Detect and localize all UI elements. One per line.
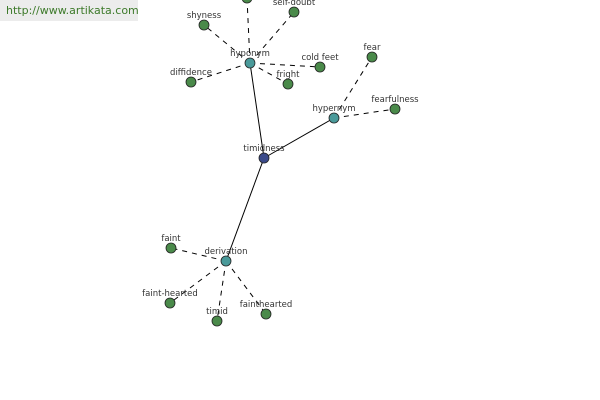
- url-banner[interactable]: http://www.artikata.com: [0, 0, 139, 21]
- node-hyponym[interactable]: hyponym: [230, 49, 270, 69]
- node-label: fear: [364, 43, 381, 53]
- node-marker[interactable]: [258, 152, 270, 164]
- edge-timidness-hypernym: [263, 117, 335, 159]
- node-timid[interactable]: timid: [206, 307, 228, 327]
- node-diffidence[interactable]: diffidence: [170, 68, 212, 88]
- node-cold-feet[interactable]: cold feet: [301, 53, 339, 73]
- edge-timidness-hyponym: [249, 62, 265, 159]
- node-marker[interactable]: [314, 61, 326, 73]
- node-faint-hearted[interactable]: faint-hearted: [142, 289, 198, 309]
- edge-timidness-derivation: [225, 157, 265, 262]
- node-marker[interactable]: [164, 297, 176, 309]
- node-label: fearfulness: [371, 95, 419, 105]
- node-label: derivation: [204, 247, 247, 257]
- node-timidness[interactable]: timidness: [243, 144, 285, 164]
- node-label: fainthearted: [240, 300, 293, 310]
- node-label: fright: [277, 70, 301, 80]
- node-label: faint: [161, 234, 181, 244]
- node-top[interactable]: [241, 0, 253, 4]
- node-label: timid: [206, 307, 228, 317]
- node-fainthearted[interactable]: fainthearted: [240, 300, 293, 320]
- edge-hyponym-diffidence: [190, 62, 251, 83]
- node-fright[interactable]: fright: [277, 70, 301, 90]
- node-label: diffidence: [170, 68, 212, 78]
- edge-derivation-fainthearted: [225, 260, 267, 315]
- edge-derivation-timid: [216, 260, 227, 322]
- edge-hyponym-top: [246, 0, 251, 64]
- node-fear[interactable]: fear: [364, 43, 381, 63]
- edge-hypernym-fear: [333, 56, 373, 119]
- node-label: hypernym: [312, 104, 355, 114]
- node-label: timidness: [243, 144, 285, 154]
- node-marker[interactable]: [198, 19, 210, 31]
- node-marker[interactable]: [288, 6, 300, 18]
- node-shyness[interactable]: shyness: [187, 11, 222, 31]
- edges-layer: [169, 0, 396, 322]
- node-marker[interactable]: [244, 57, 256, 69]
- node-fearfulness[interactable]: fearfulness: [371, 95, 419, 115]
- node-label: faint-hearted: [142, 289, 198, 299]
- node-marker[interactable]: [389, 103, 401, 115]
- node-marker[interactable]: [211, 315, 223, 327]
- node-derivation[interactable]: derivation: [204, 247, 248, 267]
- edge-hyponym-fright: [249, 62, 289, 85]
- node-marker[interactable]: [185, 76, 197, 88]
- node-hypernym[interactable]: hypernym: [312, 104, 356, 124]
- node-faint[interactable]: faint: [161, 234, 181, 254]
- node-label: shyness: [187, 11, 222, 21]
- node-self-doubt[interactable]: self-doubt: [273, 0, 316, 18]
- node-marker[interactable]: [282, 78, 294, 90]
- node-label: self-doubt: [273, 0, 316, 8]
- node-marker[interactable]: [260, 308, 272, 320]
- edge-derivation-faint-hearted: [169, 260, 227, 304]
- edge-hyponym-cold-feet: [249, 62, 321, 68]
- node-marker[interactable]: [165, 242, 177, 254]
- nodes-layer: self-doubt shyness diffidence cold feetfrig…: [142, 0, 419, 327]
- node-marker[interactable]: [328, 112, 340, 124]
- node-marker[interactable]: [241, 0, 253, 4]
- edge-hyponym-self-doubt: [249, 11, 295, 64]
- node-label: hyponym: [230, 49, 270, 59]
- node-marker[interactable]: [220, 255, 232, 267]
- edge-hypernym-fearfulness: [333, 108, 396, 119]
- node-label: cold feet: [301, 53, 339, 63]
- node-marker[interactable]: [366, 51, 378, 63]
